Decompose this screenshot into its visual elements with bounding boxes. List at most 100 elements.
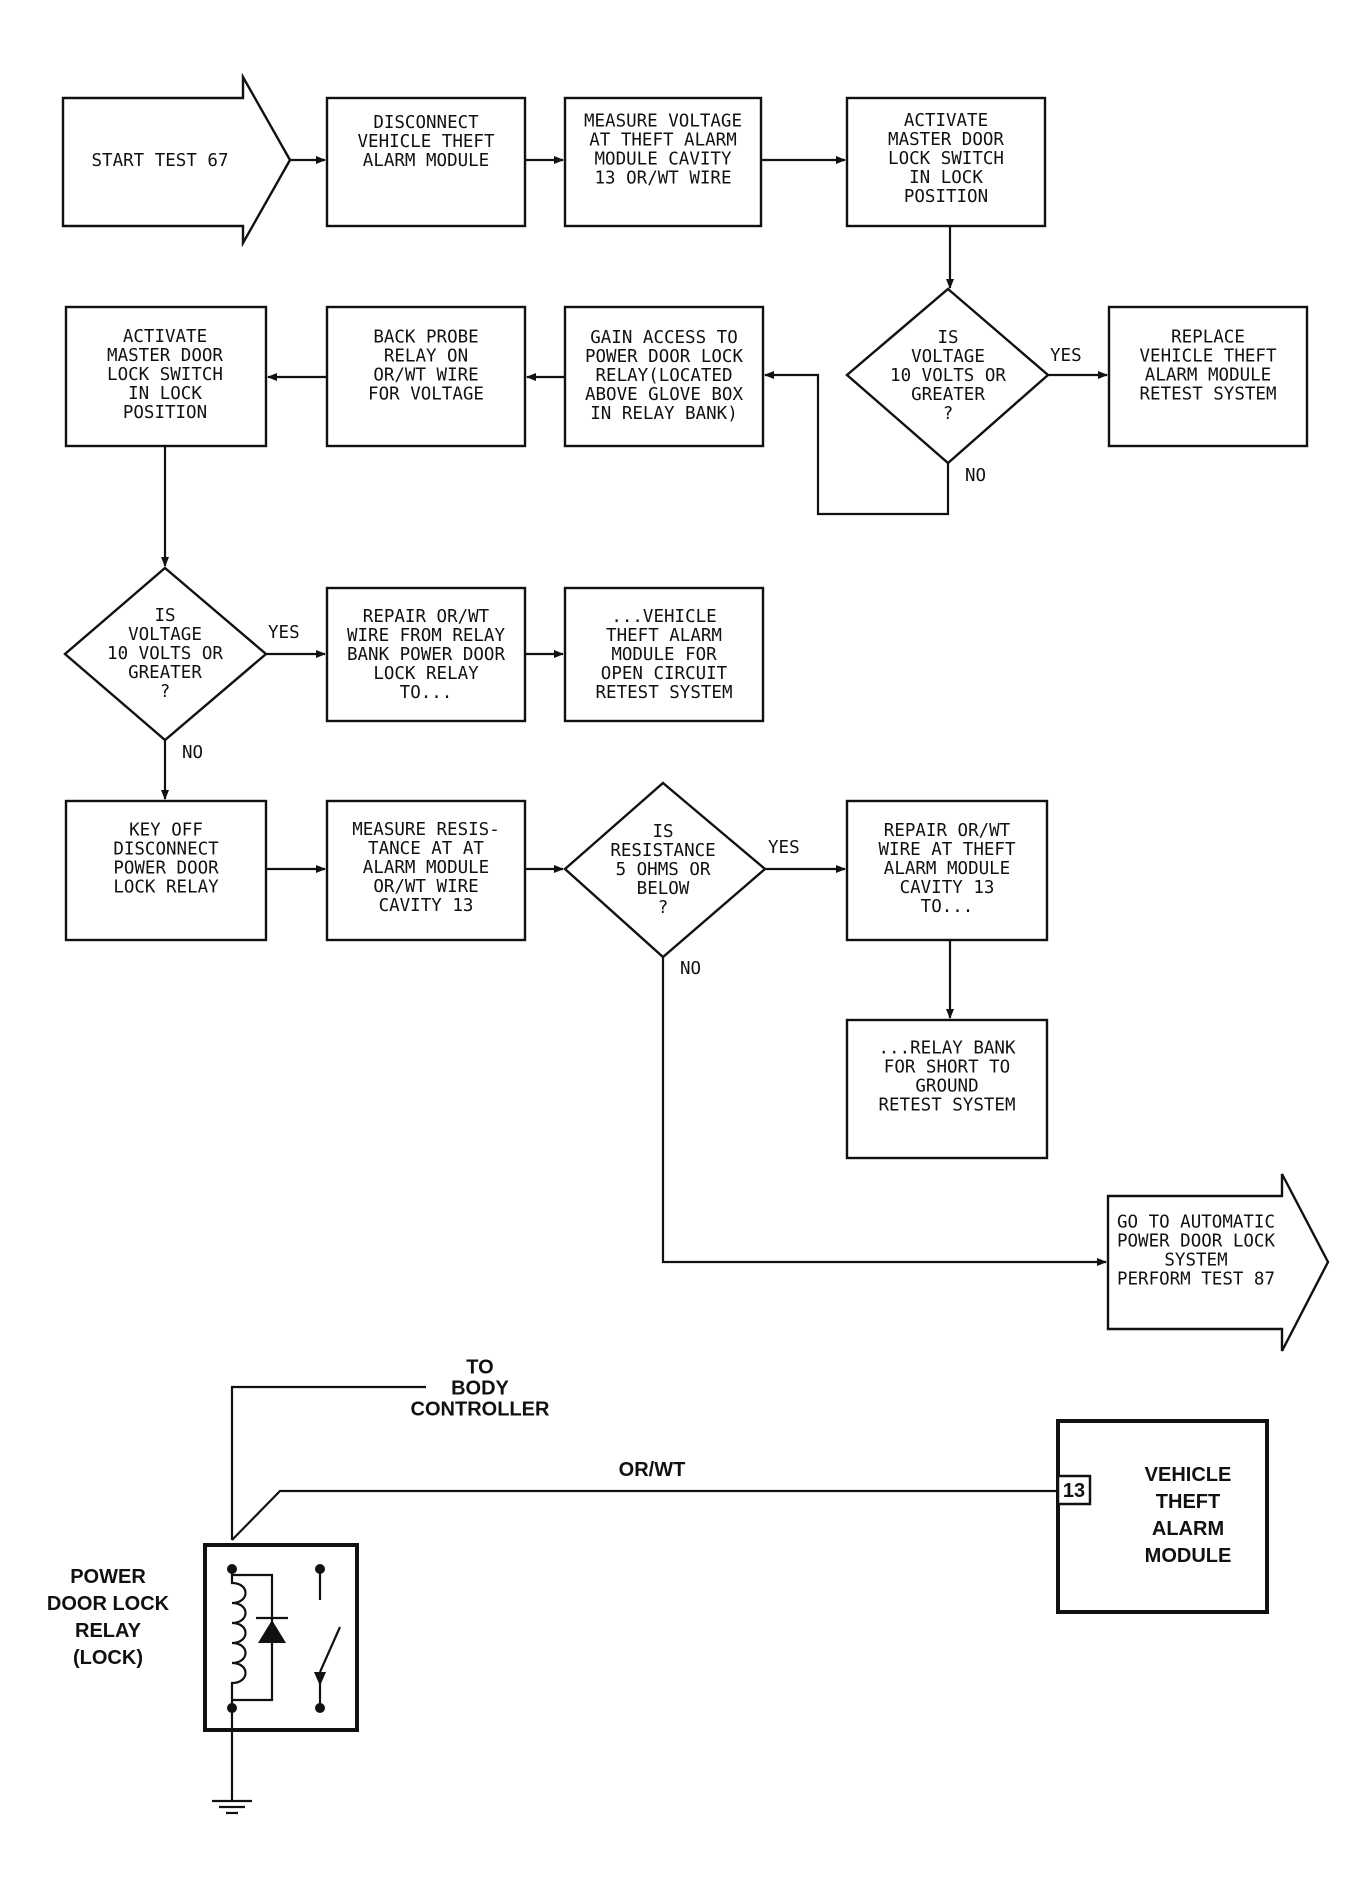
decision-voltage-2-text-line-1: IS [154, 606, 175, 626]
repair-wire-relay-text-line-5: TO... [400, 683, 453, 703]
repair-wire-relay-cont-text-line-5: RETEST SYSTEM [596, 683, 733, 703]
repair-wire-module-cont-text-line-2: FOR SHORT TO [884, 1058, 1010, 1078]
back-probe-text-line-2: RELAY ON [384, 347, 468, 367]
yes-label-1: YES [1050, 346, 1082, 366]
key-off-text-line-4: LOCK RELAY [113, 878, 219, 898]
gain-access-text-line-2: POWER DOOR LOCK [585, 347, 744, 367]
goto-test-text-line-2: POWER DOOR LOCK [1117, 1232, 1276, 1252]
activate-switch-1-text-line-3: LOCK SWITCH [888, 149, 1004, 169]
power-door-lock-relay-label-line-3: RELAY [75, 1620, 142, 1642]
repair-wire-relay-text-line-2: WIRE FROM RELAY [347, 626, 506, 646]
repair-wire-relay-text-line-1: REPAIR OR/WT [363, 607, 490, 627]
repair-wire-module-cont-text-line-3: GROUND [915, 1077, 978, 1097]
measure-voltage-box [563, 96, 763, 228]
activate-switch-1-text-line-5: POSITION [904, 187, 988, 207]
replace-module-text-line-2: VEHICLE THEFT [1140, 347, 1277, 367]
start-test-label: START TEST 67 [92, 151, 229, 171]
repair-wire-relay-text-line-3: BANK POWER DOOR [347, 645, 506, 665]
repair-wire-module-text-line-2: WIRE AT THEFT [879, 840, 1016, 860]
wire-to-body-controller [230, 1385, 426, 1540]
theft-alarm-module-label-line-4: MODULE [1145, 1545, 1232, 1567]
decision-voltage-2-text-line-4: GREATER [128, 663, 202, 683]
decision-resistance-text-line-3: 5 OHMS OR [616, 860, 711, 880]
decision-voltage-1-text-line-1: IS [937, 328, 958, 348]
yes-label-3: YES [768, 838, 800, 858]
measure-resistance-text-line-3: ALARM MODULE [363, 858, 489, 878]
repair-wire-module-box [845, 799, 1049, 942]
goto-test-text-line-3: SYSTEM [1164, 1251, 1227, 1271]
measure-voltage-text-line-4: 13 OR/WT WIRE [595, 169, 732, 189]
repair-wire-relay-box [325, 586, 527, 723]
to-body-controller-label-line-2: BODY [451, 1377, 509, 1399]
activate-switch-2-text-line-3: LOCK SWITCH [107, 365, 223, 385]
repair-wire-module-text-line-3: ALARM MODULE [884, 859, 1010, 879]
relay-diode-icon [258, 1620, 286, 1643]
activate-switch-2-text-line-4: IN LOCK [128, 384, 202, 404]
repair-wire-module-cont-box [845, 1018, 1049, 1160]
goto-test-text-line-1: GO TO AUTOMATIC [1117, 1213, 1275, 1233]
repair-wire-relay-cont-box [563, 586, 765, 723]
activate-switch-1-text-line-4: IN LOCK [909, 168, 983, 188]
power-door-lock-relay-label-line-1: POWER [70, 1566, 146, 1588]
decision-resistance-text-line-2: RESISTANCE [610, 841, 715, 861]
activate-switch-2-box [64, 305, 268, 448]
replace-module-box [1107, 305, 1309, 448]
start-arrow-shape [61, 72, 292, 248]
repair-wire-module-text-line-4: CAVITY 13 [900, 878, 995, 898]
connector-decision3-goto [661, 957, 1107, 1266]
to-body-controller-label-line-3: CONTROLLER [411, 1398, 550, 1420]
theft-alarm-module-label-line-3: ALARM [1152, 1518, 1224, 1540]
decision-voltage-2-text-line-5: ? [160, 682, 171, 702]
theft-alarm-module-box [1056, 1419, 1269, 1614]
gain-access-text-line-4: ABOVE GLOVE BOX [585, 385, 744, 405]
connector-decision1-gain-access [764, 371, 950, 516]
repair-wire-module-cont-text-line-4: RETEST SYSTEM [879, 1096, 1016, 1116]
wire-or-wt [231, 1489, 1058, 1541]
gain-access-text-line-3: RELAY(LOCATED [596, 366, 733, 386]
measure-resistance-text-line-2: TANCE AT AT [368, 839, 484, 859]
key-off-text-line-3: POWER DOOR [113, 859, 219, 879]
repair-wire-relay-text-line-4: LOCK RELAY [373, 664, 479, 684]
activate-switch-1-box [845, 96, 1047, 228]
power-door-lock-relay-label-line-2: DOOR LOCK [47, 1593, 170, 1615]
goto-test-text-line-4: PERFORM TEST 87 [1117, 1270, 1275, 1290]
theft-alarm-module-label-line-1: VEHICLE [1145, 1464, 1232, 1486]
wire-color-label: OR/WT [619, 1459, 686, 1481]
repair-wire-relay-cont-text-line-4: OPEN CIRCUIT [601, 664, 728, 684]
disconnect-module-box [325, 96, 527, 228]
replace-module-text-line-3: ALARM MODULE [1145, 366, 1271, 386]
back-probe-text-line-3: OR/WT WIRE [373, 366, 478, 386]
repair-wire-module-cont-text-line-1: ...RELAY BANK [879, 1039, 1016, 1059]
measure-voltage-text-line-2: AT THEFT ALARM [589, 131, 737, 151]
replace-module-text-line-1: REPLACE [1171, 328, 1245, 348]
activate-switch-2-text-line-1: ACTIVATE [123, 327, 207, 347]
repair-wire-relay-cont-text-line-1: ...VEHICLE [611, 607, 716, 627]
no-label-2: NO [182, 743, 203, 763]
decision-resistance-text-line-5: ? [658, 898, 669, 918]
repair-wire-relay-cont-text-line-2: THEFT ALARM [606, 626, 722, 646]
no-label-3: NO [680, 959, 701, 979]
yes-label-2: YES [268, 623, 300, 643]
gain-access-text-line-1: GAIN ACCESS TO [590, 328, 738, 348]
activate-switch-1-text-line-2: MASTER DOOR [888, 130, 1004, 150]
back-probe-box [325, 305, 527, 448]
relay-switch-arrow-icon [314, 1672, 326, 1686]
measure-resistance-text-line-4: OR/WT WIRE [373, 877, 478, 897]
measure-voltage-text-line-3: MODULE CAVITY [595, 150, 732, 170]
decision-voltage-1-text-line-5: ? [943, 404, 954, 424]
decision-voltage-2-text-line-3: 10 VOLTS OR [107, 644, 223, 664]
repair-wire-relay-cont-text-line-3: MODULE FOR [611, 645, 717, 665]
decision-voltage-1-text-line-4: GREATER [911, 385, 985, 405]
decision-resistance-text-line-4: BELOW [637, 879, 690, 899]
